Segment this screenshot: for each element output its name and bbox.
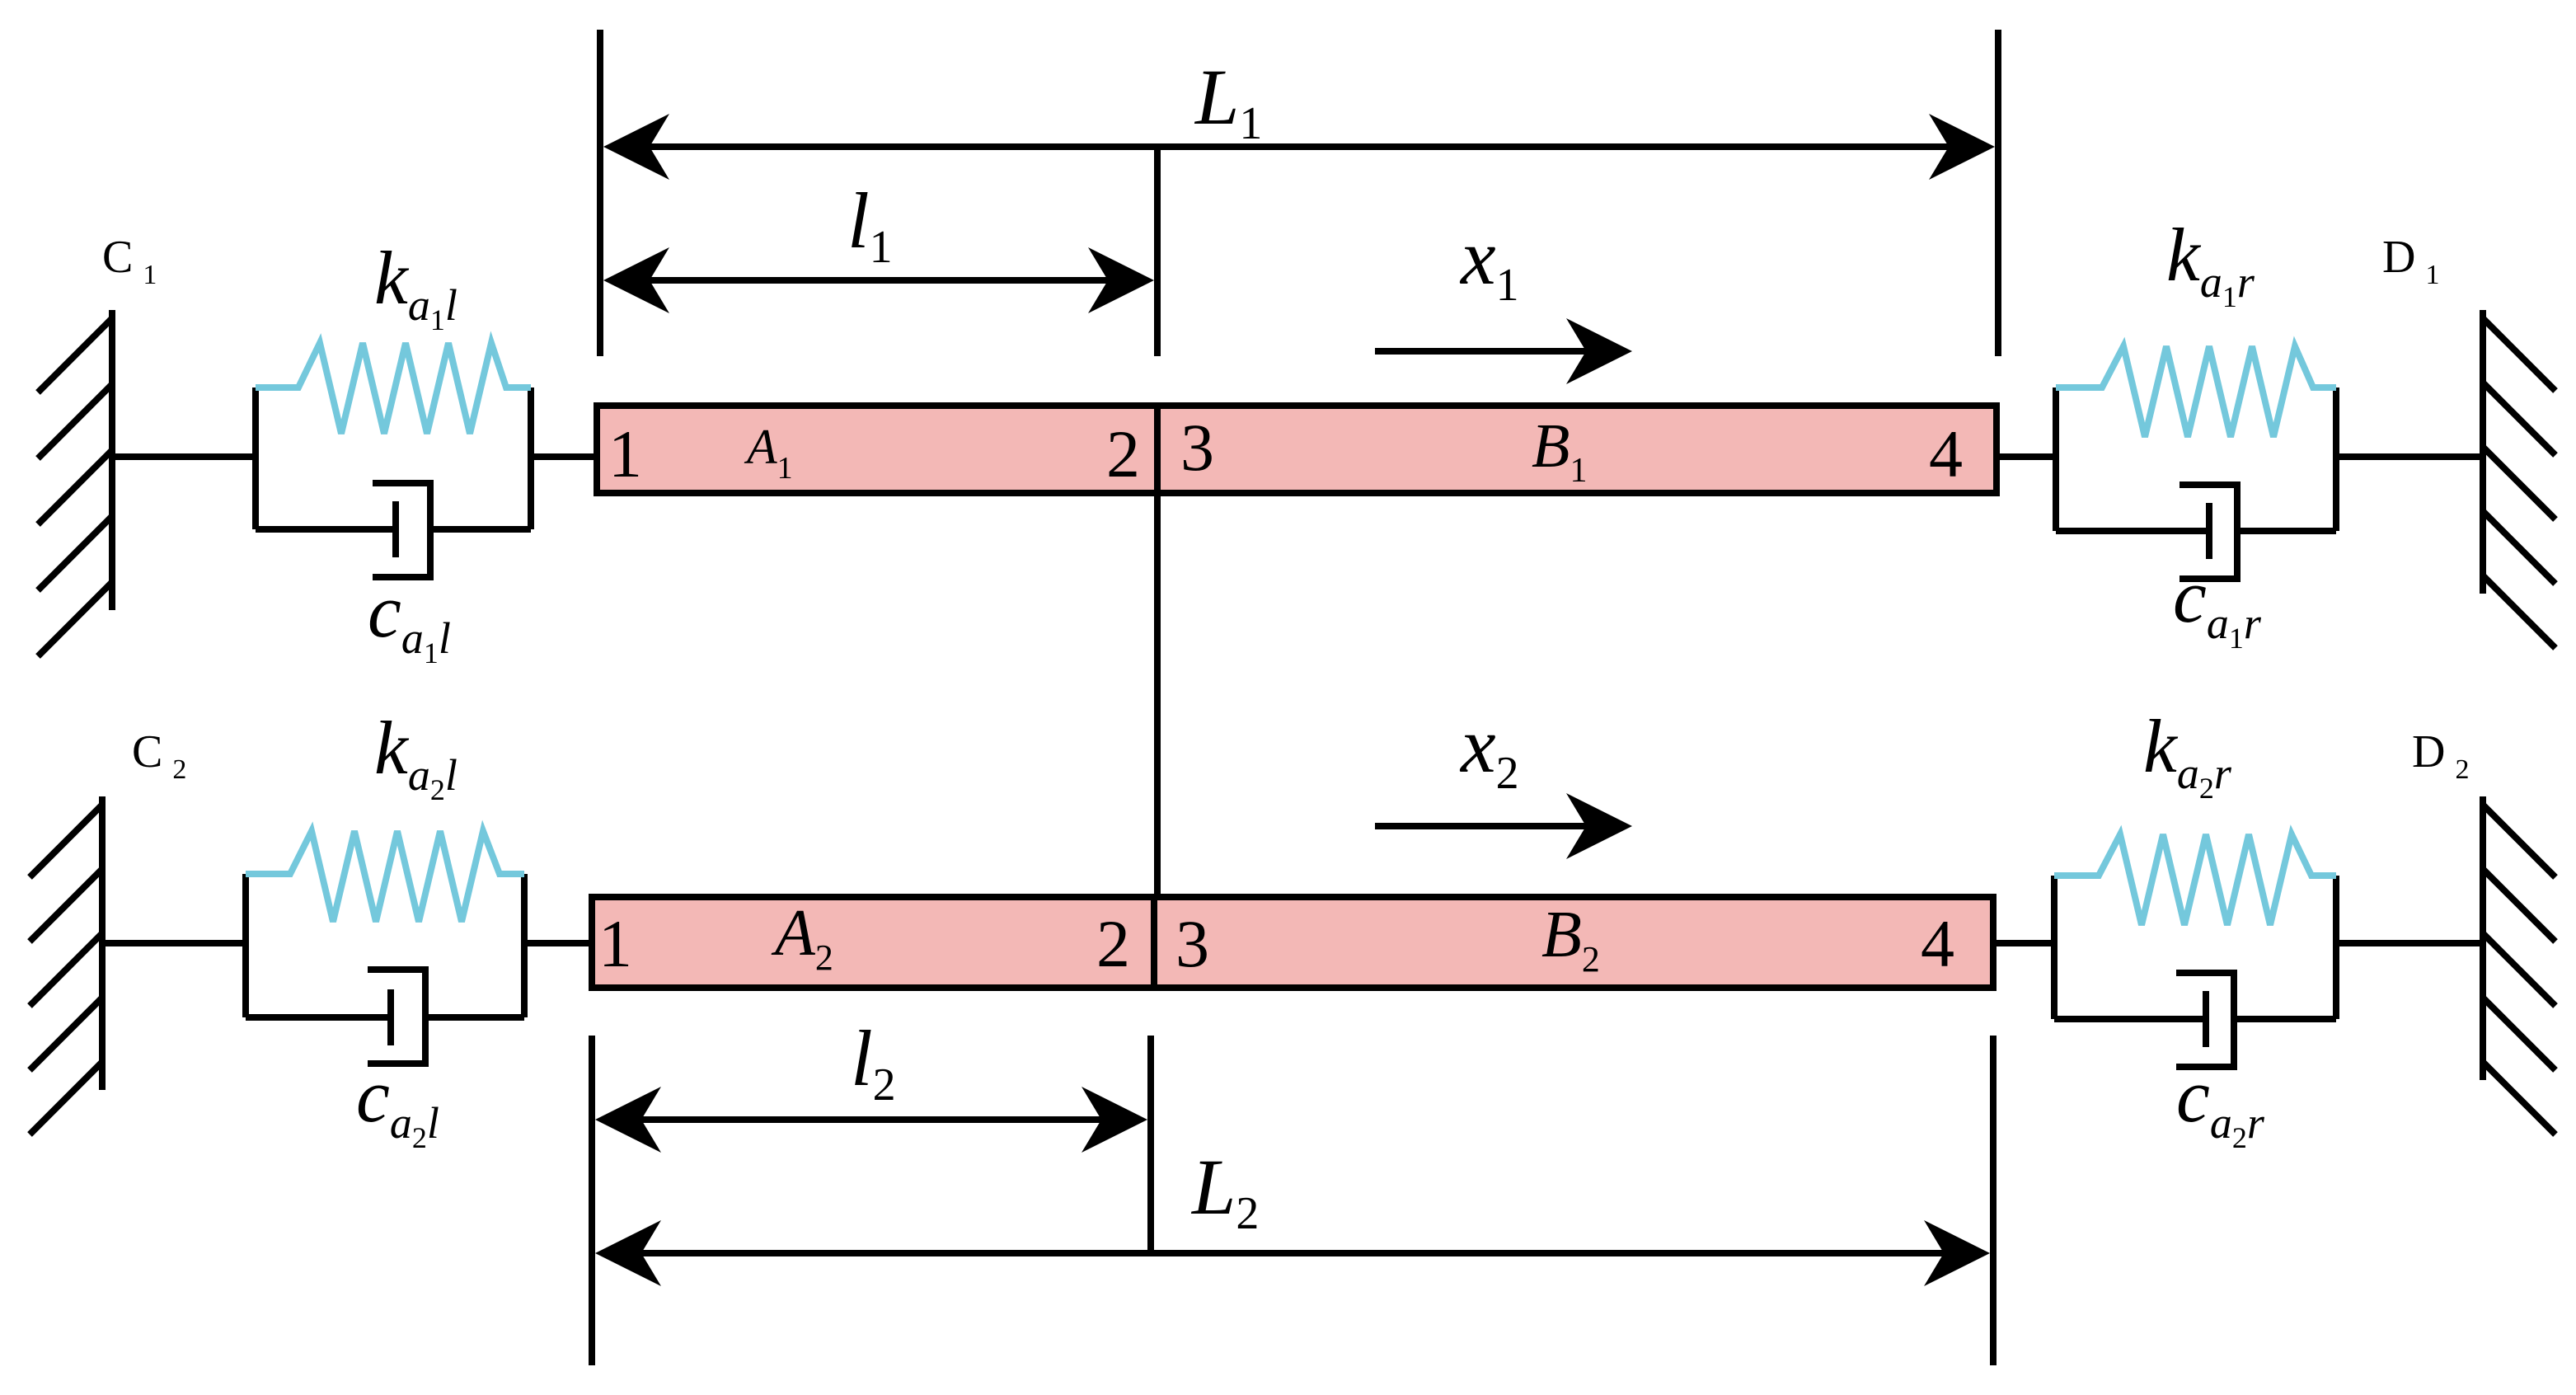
rod-2 xyxy=(589,894,1997,991)
rod-1 xyxy=(594,402,2000,496)
rod-1-node-2: 2 xyxy=(1106,416,1140,491)
spring-a2r xyxy=(2054,824,2336,926)
rod-2-node-3: 3 xyxy=(1175,906,1209,981)
bottom-dimensions xyxy=(589,1036,1997,1365)
label-c-a2l: ca2l xyxy=(356,1054,439,1154)
spring-damper-a1l xyxy=(112,331,597,580)
wall-d1 xyxy=(2480,310,2558,651)
label-L2: L2 xyxy=(1190,1143,1259,1239)
top-dimensions xyxy=(597,30,2001,356)
label-x1: x1 xyxy=(1459,213,1519,311)
rod-2-segment-b xyxy=(1151,894,1997,991)
label-c-a2r: ca2r xyxy=(2176,1054,2265,1154)
wall-d2 xyxy=(2480,796,2558,1137)
spring-a2l xyxy=(246,820,524,923)
label-k-a1r: ka1r xyxy=(2166,213,2255,313)
rod-2-node-2: 2 xyxy=(1096,906,1130,981)
rod-2-segment-a xyxy=(589,894,1157,991)
spring-a1l xyxy=(256,331,531,434)
label-l2: l2 xyxy=(851,1014,896,1111)
wall-c1 xyxy=(35,310,115,659)
label-l1: l1 xyxy=(847,176,893,273)
rod-2-node-4: 4 xyxy=(1921,906,1954,981)
label-L1: L1 xyxy=(1194,53,1262,149)
spring-a1r xyxy=(2056,336,2336,438)
label-c-a1r: ca1r xyxy=(2173,554,2262,655)
spring-damper-a2l xyxy=(102,820,590,1067)
rod-2-node-1: 1 xyxy=(598,906,632,981)
wall-c2 xyxy=(27,796,106,1137)
rod-1-node-3: 3 xyxy=(1180,410,1214,485)
rod-1-label-b: B1 xyxy=(1532,411,1587,490)
label-k-a1l: ka1l xyxy=(374,236,457,336)
label-c-a1l: ca1l xyxy=(368,569,451,669)
rod-1-segment-a xyxy=(594,402,1161,496)
rod-1-segment-b xyxy=(1154,402,2000,496)
rod-2-label-b: B2 xyxy=(1541,899,1600,979)
label-x2: x2 xyxy=(1459,701,1519,799)
label-k-a2l: ka2l xyxy=(374,706,457,806)
rod-1-node-1: 1 xyxy=(608,416,642,491)
rod-1-node-4: 4 xyxy=(1929,416,1963,491)
spring-damper-a1r xyxy=(1997,336,2483,582)
rod-1-label-a: A1 xyxy=(744,420,793,486)
rod-2-label-a: A2 xyxy=(771,897,833,978)
spring-damper-a2r xyxy=(1993,824,2483,1070)
label-k-a2r: ka2r xyxy=(2143,704,2232,805)
